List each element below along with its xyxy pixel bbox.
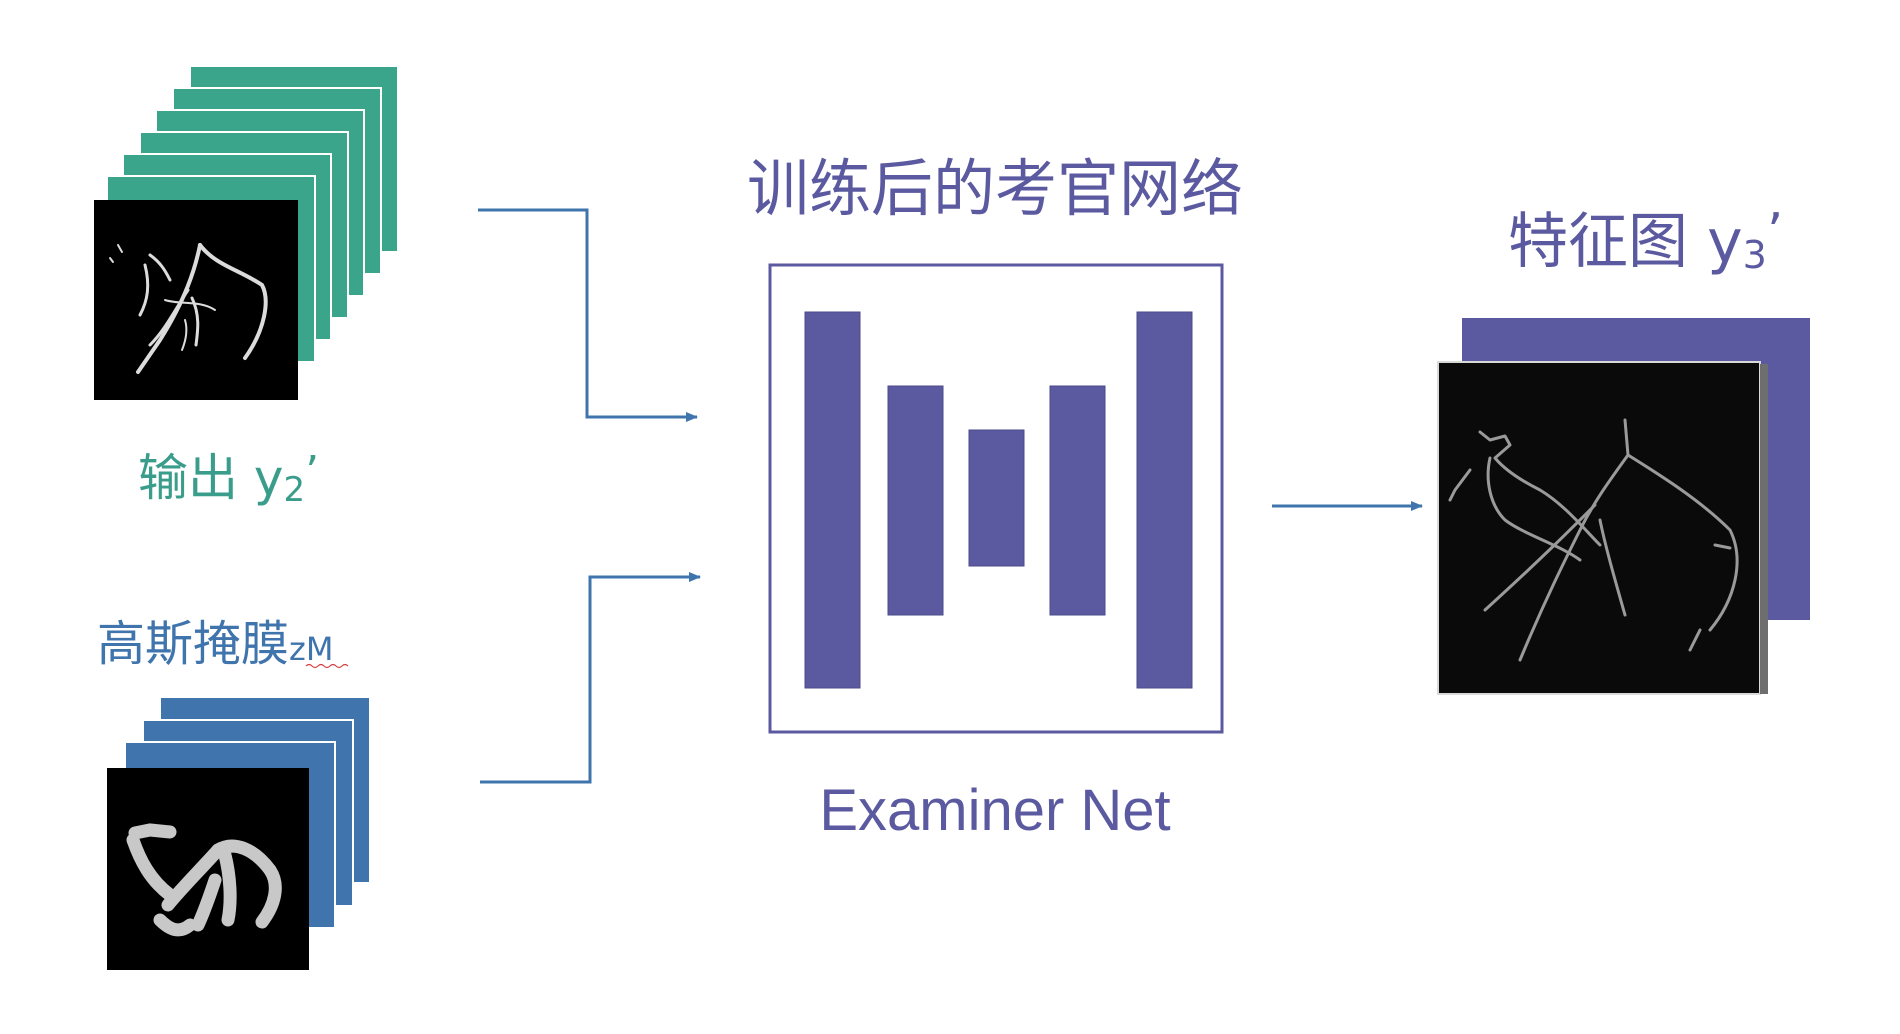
examiner-title-en: Examiner Net: [819, 778, 1170, 843]
mask-blob-image: [107, 768, 309, 970]
network-layer-4: [1049, 385, 1106, 616]
mask-label-main: 高斯掩膜: [97, 616, 289, 672]
feature-label: 特征图 y3’: [1508, 203, 1783, 277]
network-layer-3: [968, 429, 1025, 567]
network-layer-1: [804, 311, 861, 689]
arrow-mask-to-examiner: [480, 572, 701, 784]
feature-map-image: [1437, 361, 1768, 695]
vessel-lines: [109, 243, 268, 374]
svg-text:特征图 y3’: 特征图 y3’: [1508, 203, 1783, 277]
spellcheck-underline: [305, 663, 349, 669]
examiner-title-cn: 训练后的考官网络: [747, 152, 1243, 225]
arrow-output-to-examiner: [478, 208, 698, 422]
feature-label-subscript: 3: [1743, 233, 1767, 277]
network-layer-5: [1136, 311, 1193, 689]
output-vessel-image: [94, 200, 298, 400]
output-label: 输出 y2’: [138, 447, 319, 510]
mask-label-subscript: zM: [289, 630, 333, 668]
network-layer-2: [887, 385, 944, 616]
output-label-subscript: 2: [283, 470, 305, 510]
output-label-main: 输出 y: [138, 449, 283, 507]
examiner-title: 训练后的考官网络: [747, 152, 1243, 225]
feature-vessel-lines: [1448, 418, 1739, 662]
svg-text:输出 y2’: 输出 y2’: [138, 447, 319, 510]
feature-label-prime: ’: [1767, 203, 1784, 263]
output-label-prime: ’: [305, 447, 319, 498]
examiner-network-diagram: [768, 263, 1224, 734]
examiner-name: Examiner Net: [819, 778, 1170, 843]
feature-label-main: 特征图 y: [1508, 207, 1743, 277]
mask-blob-lines: [126, 823, 282, 937]
mask-label: 高斯掩膜zM: [97, 616, 349, 672]
connector-arrows: [478, 208, 1423, 784]
svg-text:高斯掩膜zM: 高斯掩膜zM: [97, 616, 333, 672]
